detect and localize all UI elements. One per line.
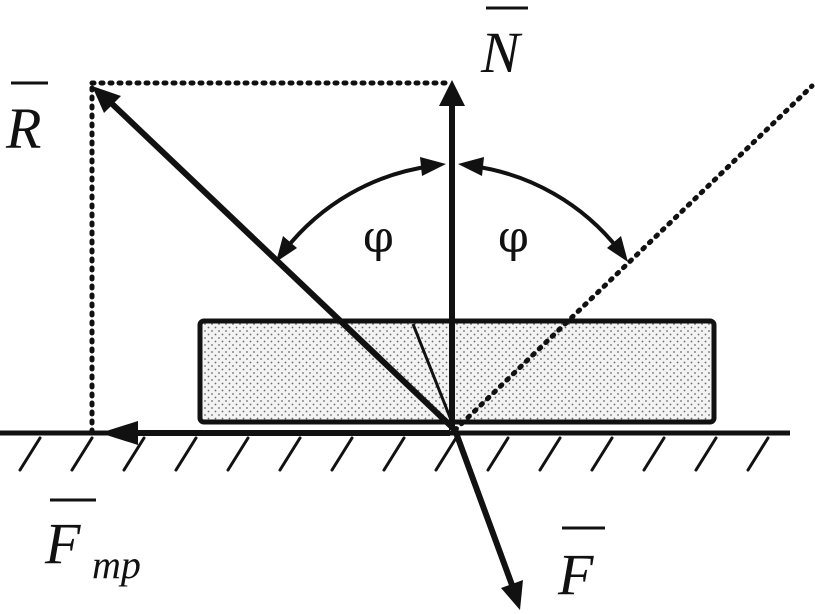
hatch-mark [538,436,562,472]
reaction-force-arrowhead [92,86,121,113]
applied-force-letter: F [557,542,594,607]
applied-force-vector [452,428,515,587]
reaction-force-letter: R [5,96,41,161]
hatch-mark [434,436,458,472]
hatch-mark [694,436,718,472]
left-arc-arrowhead-end [420,157,446,176]
left-angle-arc [283,164,433,252]
friction-force-arrowhead [100,421,138,445]
friction-force-letter: F [44,511,81,576]
right-arc-arrowhead-start [458,157,484,176]
hatch-mark [122,436,146,472]
inner-slant-line [411,323,457,431]
applied-force-label: F [557,526,605,607]
normal-force-arrowhead [439,80,465,106]
hatch-mark [174,436,198,472]
reaction-force-label: R [5,81,48,161]
hatch-mark [330,436,354,472]
dotted-cone-line [452,83,815,433]
hatch-mark [278,436,302,472]
normal-force-letter: N [480,20,523,85]
right-angle-arc [471,164,621,252]
hatch-mark [226,436,250,472]
applied-force-arrowhead [501,580,523,610]
normal-force-label: N [480,6,528,85]
hatch-mark [486,436,510,472]
angle-right-label: φ [498,212,529,263]
angle-left-label: φ [363,212,394,263]
left-arc-arrowhead-start [276,236,297,262]
hatch-mark [590,436,614,472]
reaction-force-vector [105,97,458,433]
hatch-mark [746,436,770,472]
right-arc-arrowhead-end [607,236,628,262]
hatch-mark [642,436,666,472]
friction-force-subscript: mp [92,542,141,587]
ground-hatching [18,436,770,472]
block [197,318,717,425]
friction-force-label: F mp [44,498,141,587]
hatch-mark [382,436,406,472]
hatch-mark [18,436,42,472]
hatch-mark [70,436,94,472]
